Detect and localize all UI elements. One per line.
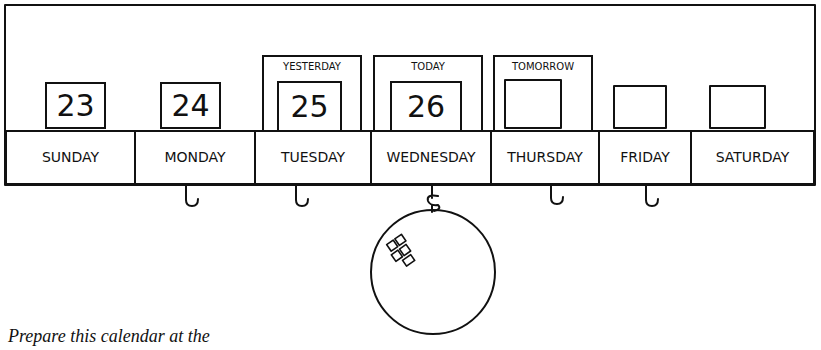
pointer-pocket: YESTERDAY 25	[262, 55, 362, 132]
hanging-ball	[371, 210, 495, 334]
pointer-label: TODAY	[411, 61, 445, 72]
empty-date-box	[614, 86, 666, 128]
ball-square	[399, 244, 410, 255]
day-name: THURSDAY	[507, 150, 583, 165]
date-number: 26	[407, 90, 445, 123]
hook-knot	[428, 186, 440, 212]
hook	[186, 186, 198, 206]
hook	[646, 186, 658, 206]
ball-square	[395, 234, 406, 245]
day-cell: SATURDAY	[690, 130, 815, 185]
day-cell: FRIDAY	[598, 130, 692, 185]
pointer-label: YESTERDAY	[283, 61, 341, 72]
ball-pattern	[385, 234, 418, 269]
hook	[296, 186, 308, 206]
day-name: SUNDAY	[42, 150, 99, 165]
date-number: 25	[290, 90, 328, 123]
day-cell: SUNDAY	[5, 130, 136, 185]
date-box: 24	[160, 82, 221, 129]
caption-text: Prepare this calendar at the	[8, 326, 210, 347]
date-number: 24	[171, 89, 209, 122]
calendar-frame	[5, 5, 815, 185]
date-box: 25	[277, 81, 342, 132]
day-cell: WEDNESDAY	[370, 130, 492, 185]
date-number: 23	[56, 89, 94, 122]
day-name: MONDAY	[164, 150, 225, 165]
ball-square	[403, 255, 415, 266]
day-name: TUESDAY	[281, 150, 345, 165]
pointer-label: TOMORROW	[512, 61, 574, 72]
day-cell: THURSDAY	[490, 130, 600, 185]
empty-date-box	[505, 80, 561, 128]
date-box: 26	[390, 81, 462, 132]
pointer-pocket: TODAY 26	[373, 55, 483, 132]
day-name: WEDNESDAY	[386, 150, 475, 165]
date-box: 23	[45, 82, 106, 129]
day-cell: TUESDAY	[254, 130, 372, 185]
empty-date-box	[710, 86, 765, 128]
day-name: SATURDAY	[716, 150, 790, 165]
day-name: FRIDAY	[620, 150, 670, 165]
pointer-pocket: TOMORROW	[493, 55, 593, 132]
hook	[551, 186, 563, 204]
day-cell: MONDAY	[134, 130, 256, 185]
